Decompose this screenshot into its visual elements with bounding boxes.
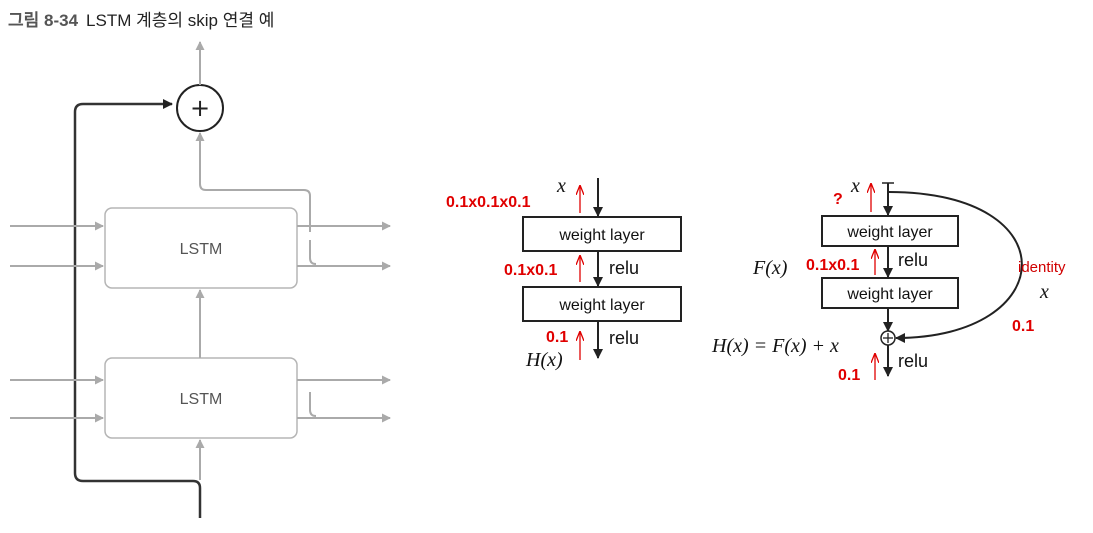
add-symbol: + [190, 94, 210, 122]
residual-weight-layer-2 [821, 277, 959, 309]
lstm-box-bottom-label: LSTM [180, 391, 223, 408]
plain-grad-out: 0.1 [546, 329, 568, 346]
plain-weight-layer-1 [522, 216, 682, 252]
residual-grad-mid: 0.1x0.1 [806, 257, 859, 274]
residual-grad-input: ? [833, 191, 843, 208]
residual-weight-layer-1-label: weight layer [846, 224, 933, 241]
arrow-top-to-add [195, 132, 311, 232]
figure-title: LSTM 계층의 skip 연결 예 [86, 11, 275, 30]
identity-shortcut [888, 191, 1023, 343]
figure-number: 그림 8-34 [8, 11, 79, 30]
residual-input-label: x [850, 175, 860, 197]
plain-weight-layer-2 [522, 286, 682, 322]
plain-output-label: H(x) [525, 349, 563, 371]
residual-weight-layer-1 [821, 215, 959, 247]
plain-network-diagram: x weight layer relu weight layer relu H(… [446, 175, 682, 371]
plain-grad-input: 0.1x0.1x0.1 [446, 194, 531, 211]
residual-fx-label: F(x) [752, 257, 788, 279]
identity-label: identity [1018, 259, 1066, 276]
plain-weight-layer-2-label: weight layer [558, 297, 645, 314]
skip-connection [73, 99, 202, 518]
residual-relu: relu [898, 250, 928, 270]
identity-x-label: x [1039, 281, 1049, 303]
lstm-box-top [104, 207, 298, 289]
residual-relu-out: relu [898, 351, 928, 371]
plain-input-label: x [556, 175, 566, 197]
residual-weight-layer-2-label: weight layer [846, 286, 933, 303]
residual-network-diagram: x weight layer relu weight layer relu F(… [711, 175, 1066, 384]
plain-relu-1: relu [609, 258, 639, 278]
residual-output-eq: H(x) = F(x) + x [711, 335, 839, 357]
residual-grad-out: 0.1 [838, 367, 860, 384]
lstm-box-top-label: LSTM [180, 241, 223, 258]
plain-relu-2: relu [609, 328, 639, 348]
top-internal-line [309, 240, 317, 265]
residual-grad-identity: 0.1 [1012, 318, 1034, 335]
lstm-skip-diagram: + LSTM LSTM [10, 41, 391, 518]
bottom-internal-line [309, 392, 317, 417]
plain-weight-layer-1-label: weight layer [558, 227, 645, 244]
plain-grad-mid: 0.1x0.1 [504, 262, 557, 279]
figure-caption: 그림 8-34 LSTM 계층의 skip 연결 예 [8, 6, 274, 31]
